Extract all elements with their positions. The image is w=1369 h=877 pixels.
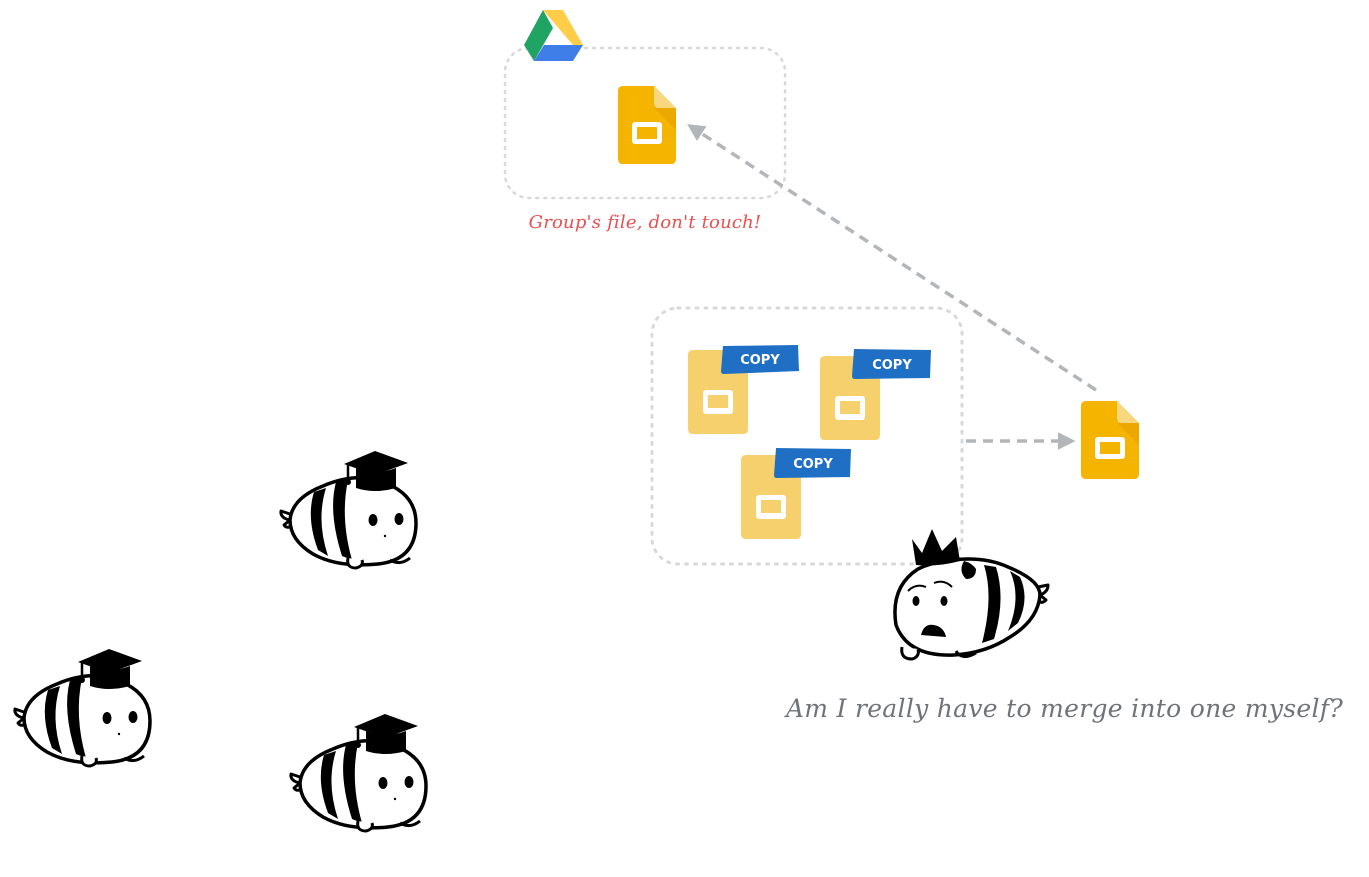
worried-crowned-bee-icon [893, 529, 1050, 661]
google-drive-icon [524, 10, 583, 61]
copy-badge: COPY [852, 349, 931, 379]
upload-arrow [687, 124, 1097, 392]
copy-badge: COPY [721, 345, 799, 374]
group-file-caption: Group's file, don't touch! [528, 212, 762, 233]
graduate-bee-icon [13, 649, 152, 768]
drive-folder-box [503, 46, 787, 200]
copies-group-box [650, 306, 964, 566]
merge-question-caption: Am I really have to merge into one mysel… [785, 694, 1344, 723]
copy-badge-label: COPY [793, 457, 833, 472]
graduate-bee-icon [289, 714, 428, 833]
copy-badge-label: COPY [872, 358, 912, 373]
copy-badge-label: COPY [740, 353, 780, 368]
merged-slides-file-icon [1081, 401, 1139, 479]
graduate-bee-icon [279, 451, 418, 570]
copy-badge: COPY [774, 448, 851, 478]
group-slides-file-icon [618, 86, 676, 164]
